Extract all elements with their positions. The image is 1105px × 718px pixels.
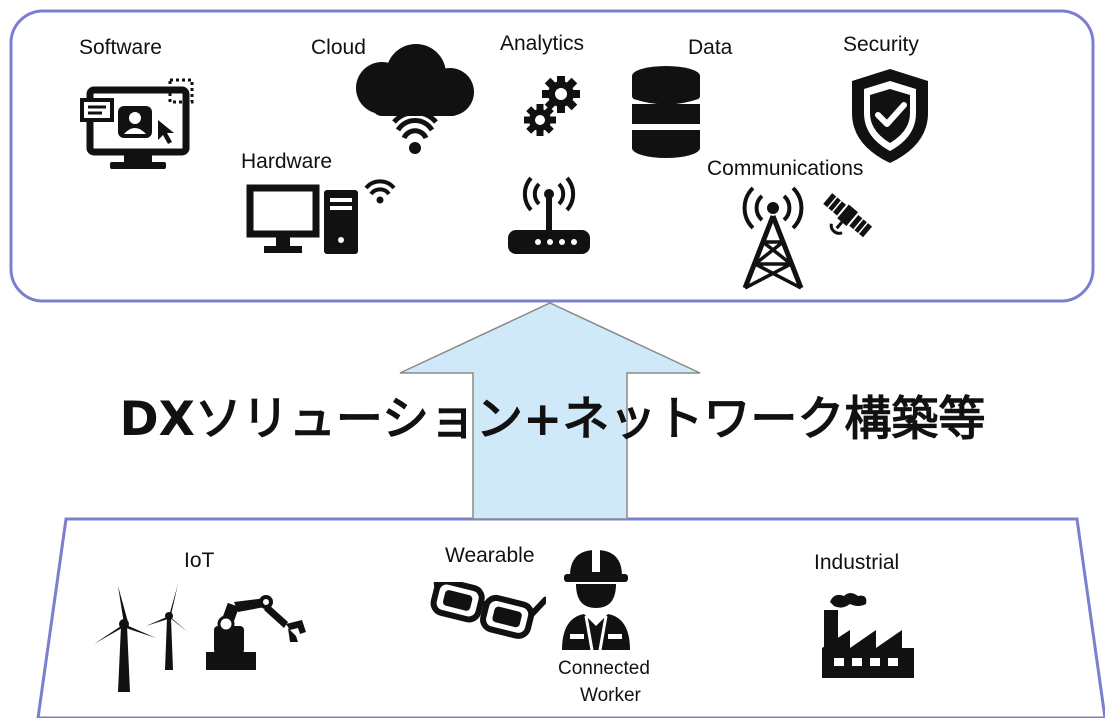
wearable-label: Wearable [445,544,535,567]
connected-worker-label-line2: Worker [580,685,641,706]
headline: DXソリューション+ネットワーク構築等 [119,392,986,447]
industrial-label: Industrial [814,551,900,574]
communications-label: Communications [707,157,864,180]
factory-icon [822,593,914,678]
cloud-label: Cloud [311,36,366,59]
data-database-icon [631,66,701,158]
hardware-label: Hardware [241,150,333,173]
cloud-icon [356,44,474,154]
analytics-label: Analytics [500,32,585,55]
communications-tower-icon [742,186,804,290]
hardware-pc-icon [246,179,396,254]
router-icon [508,176,590,254]
worker-helmet-icon [562,550,630,651]
connected-worker-label-line1: Connected [558,658,650,679]
wind-turbines-icon [94,584,188,692]
robot-arm-icon [206,595,306,670]
software-label: Software [79,36,162,59]
top-panel [9,9,1095,303]
security-shield-icon [852,69,928,163]
up-arrow [399,302,701,520]
data-label: Data [688,36,733,59]
vr-glasses-icon [430,582,546,639]
satellite-icon [823,193,873,238]
iot-label: IoT [184,549,215,572]
security-label: Security [843,33,919,56]
analytics-gears-icon [524,76,580,136]
software-monitor-icon [80,78,194,169]
